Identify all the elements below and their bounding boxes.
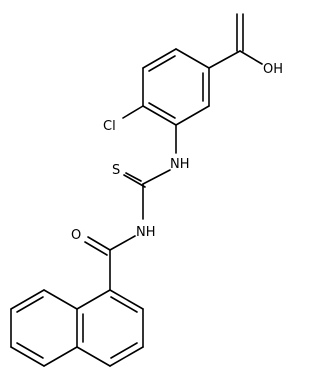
bond-ring-a-5	[175, 105, 210, 126]
bond-ring-to-carboxyl	[208, 50, 241, 69]
bond-nh-to-thiocarbonyl	[142, 169, 171, 185]
bond-naph-r-1	[109, 289, 144, 310]
carboxylic-acid-group	[208, 13, 263, 69]
bond-naph-r-4	[76, 346, 111, 367]
bond-naph-l-double-1	[16, 296, 44, 313]
bond-ring-to-chloro	[122, 105, 144, 119]
bond-naph-r-double-2	[110, 342, 138, 359]
thiourea-linker	[109, 124, 177, 251]
bond-naph-r-3	[109, 346, 144, 367]
bond-naph-l-1	[43, 289, 78, 310]
bond-naph-l-4	[10, 346, 45, 367]
atom-label-hydroxyl: OH	[263, 62, 283, 77]
bond-thiocarbonyl-double-b	[123, 174, 146, 188]
bond-ring-a-4	[142, 105, 177, 126]
atom-label-acyl-nh: NH	[136, 225, 156, 240]
benzoic-acid-ring	[142, 48, 210, 126]
naphthalene-right-ring	[76, 289, 144, 367]
bond-ring-a-1	[175, 48, 210, 69]
bond-naph-l-2	[10, 289, 45, 310]
molecule-structure-diagram: OH Cl NH S NH O	[10, 13, 283, 367]
atom-label-sulfur: S	[112, 163, 120, 178]
bond-naph-l-double-2	[16, 342, 44, 359]
amide-carbonyl	[84, 236, 111, 291]
atom-label-chlorine: Cl	[103, 119, 116, 134]
atom-label-oxygen: O	[71, 228, 81, 243]
bond-carbonyl-double-o-a	[87, 236, 111, 251]
bond-ring-a-double-1	[148, 55, 176, 72]
bond-thiocarbonyl-double-a	[125, 172, 142, 182]
bond-naph-l-5	[43, 346, 78, 367]
bond-naph-r-5	[76, 289, 111, 310]
naphthalene-left-ring	[10, 289, 78, 367]
bond-carbonyl-double-o-b	[84, 241, 108, 256]
bond-ring-a-double-2	[148, 102, 176, 119]
bond-nh-to-carbonyl	[109, 235, 136, 251]
bond-naph-r-double-1	[110, 296, 138, 313]
bond-ring-a-2	[142, 48, 177, 69]
bond-carboxyl-to-oh	[239, 50, 263, 65]
atom-label-aryl-nh: NH	[170, 157, 190, 172]
